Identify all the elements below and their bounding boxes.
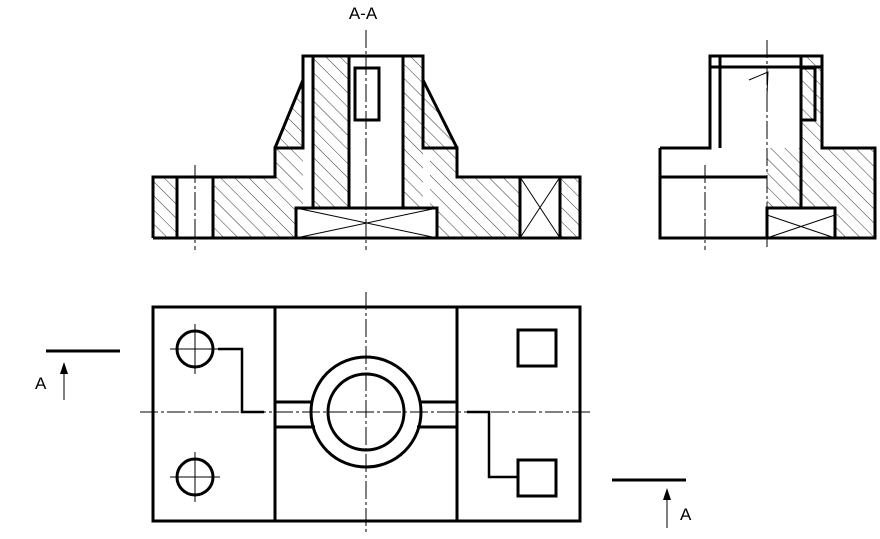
cutting-plane-label-right: A [680,505,692,524]
section-view-label: A-A [349,4,378,23]
side-view [658,40,877,250]
cutting-plane-label-left: A [35,374,47,393]
cutting-plane-right: A [612,478,692,528]
top-view [140,292,592,532]
front-outline [151,30,582,250]
section-view-front: A-A [151,4,582,250]
cutting-plane-left: A [35,349,120,400]
